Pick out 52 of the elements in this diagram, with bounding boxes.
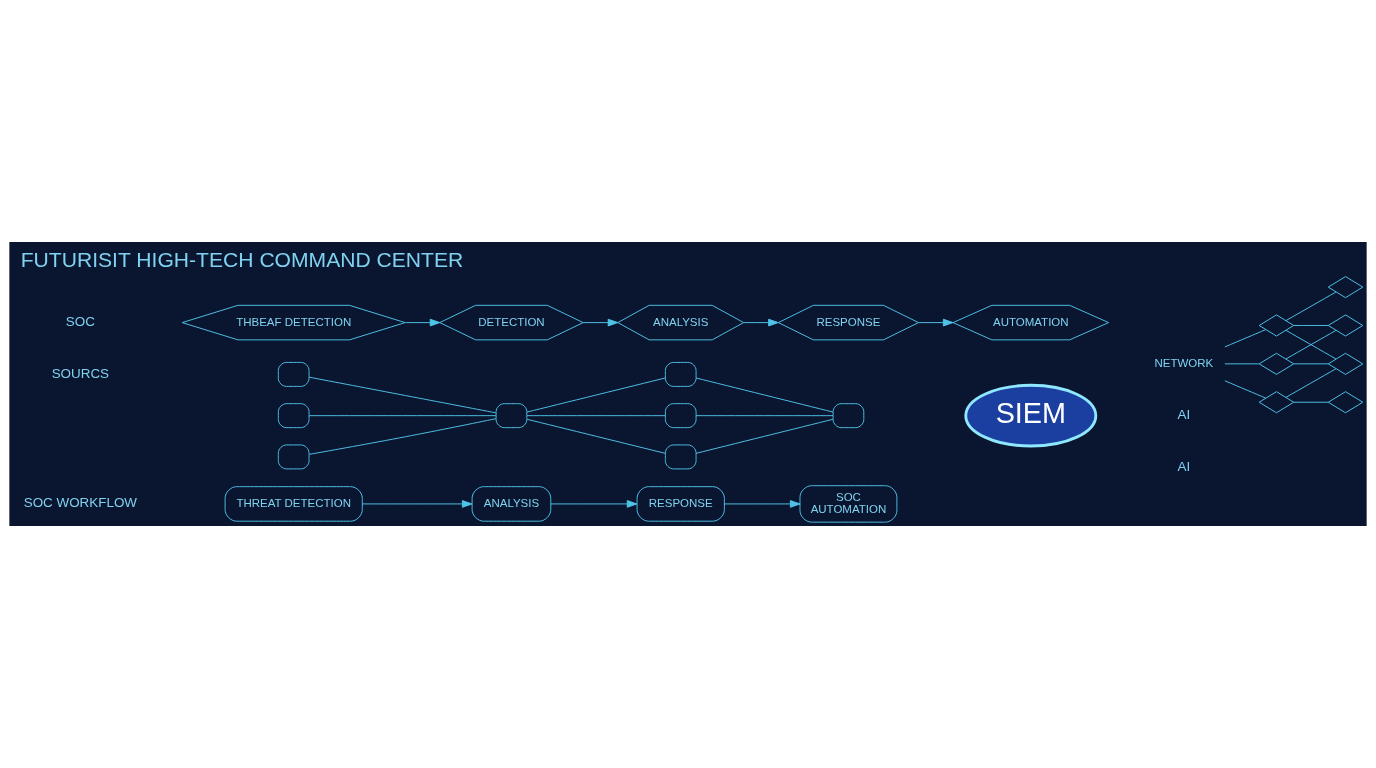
label: SOURCS [51,365,110,381]
connector [1224,329,1266,348]
node-box [664,403,697,429]
label: AI [1177,407,1191,423]
arrow [723,500,801,508]
connector [308,376,497,414]
node-box [277,361,310,387]
arrow [743,318,779,327]
node-text: NETWORK [1154,356,1214,369]
node-box [277,444,310,470]
connector [526,418,666,454]
connector [526,377,666,413]
arrow [918,318,954,327]
connector [308,418,497,455]
node-diamond [1258,314,1295,337]
node-diamond [1258,391,1295,414]
connector [308,415,497,417]
node-ellipse: SIEM [964,383,1098,448]
node-diamond [1327,391,1364,414]
node-diamond [1327,352,1364,375]
diagram-title: FUTURISIT HIGH-TECH COMMAND CENTER [20,247,464,271]
arrow [550,500,638,508]
arrow [582,318,619,327]
connector [1293,401,1329,403]
connector [1224,380,1266,399]
connector [1285,329,1337,360]
connector [1224,363,1260,365]
node-diamond [1258,352,1295,375]
node-box: ANALYSIS [471,486,552,522]
connector [1293,363,1329,365]
node-box [664,444,697,470]
node-diamond [1327,276,1364,299]
label: SOC [65,314,95,330]
connector [695,377,834,413]
node-box [832,403,865,429]
connector [695,418,834,454]
label: SOC WORKFLOW [23,495,138,511]
node-diamond [1327,314,1364,337]
node-box [277,403,310,429]
connector [1293,325,1329,326]
node-box: SOC AUTOMATION [799,485,898,523]
label: AI [1177,459,1191,475]
node-box: THREAT DETECTION [224,486,363,522]
connector [1285,368,1337,398]
connector [1285,291,1337,322]
arrow [404,318,441,327]
connector [695,415,834,417]
connector [526,415,666,417]
arrow [361,500,473,508]
node-box [664,361,697,387]
node-box: RESPONSE [636,486,725,522]
node-box [495,403,528,429]
